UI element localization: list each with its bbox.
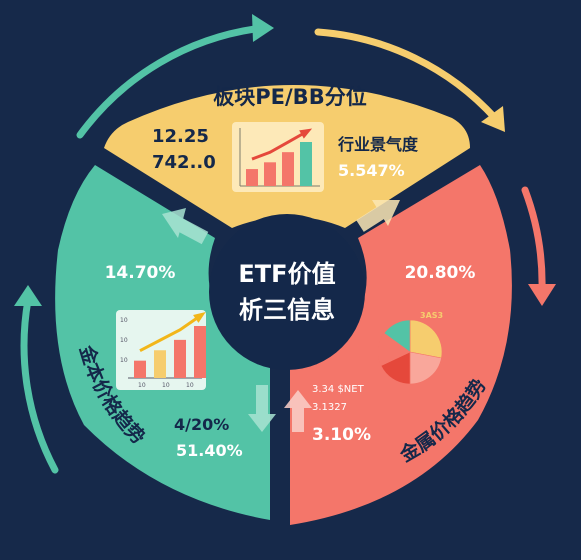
left-chart-bar: [174, 339, 186, 378]
left-chart-tick-y: 10: [120, 317, 128, 324]
left-chart-tick-x: 10: [162, 382, 170, 389]
outer-arrow-coral: [521, 186, 546, 294]
right-note1: 3.34 $NET: [312, 384, 365, 395]
left-value-small: 4/20%: [174, 415, 229, 434]
top-value2: 742..0: [152, 152, 216, 173]
top-chart-bar: [246, 169, 258, 186]
left-chart-ticks-y: 10 10 10: [120, 317, 128, 364]
left-chart-trend-arrowhead: [193, 312, 206, 323]
right-pie-chart: [377, 319, 443, 385]
connector-arrow-bottom-up: [284, 390, 312, 432]
center-title-line1: ETF价值: [238, 260, 335, 288]
center-title-line2: 析三信息: [239, 296, 335, 324]
outer-arrow-teal-left: [20, 296, 59, 474]
right-pie-label: 3AS3: [420, 311, 443, 320]
right-pie-slice: [409, 351, 442, 385]
connector-arrow-top-right: [356, 200, 400, 232]
outer-arrow-yellow: [314, 28, 499, 122]
right-percent-bottom: 3.10%: [312, 425, 371, 445]
top-chart-trend-line: [251, 130, 307, 161]
top-percent: 5.547%: [338, 161, 405, 180]
right-note2: 3.1327: [312, 402, 347, 413]
top-label: 行业景气度: [337, 135, 419, 154]
right-pie-slice: [383, 319, 411, 353]
left-chart-trend-line: [139, 314, 201, 352]
left-chart-bar: [134, 360, 146, 378]
right-percent-top: 20.80%: [405, 263, 476, 283]
top-chart-bar: [282, 152, 294, 186]
left-chart-bar: [154, 350, 166, 378]
left-chart-bar: [194, 326, 206, 378]
left-chart-tick-x: 10: [138, 382, 146, 389]
left-chart-tick-x: 10: [186, 382, 194, 389]
top-value1: 12.25: [152, 126, 209, 147]
connector-arrow-bottom-down: [248, 385, 276, 432]
top-title: 板块PE/BB分位: [213, 85, 366, 109]
outer-arrowhead-teal-top: [252, 14, 274, 42]
left-chart-tick-y: 10: [120, 357, 128, 364]
top-chart-bar: [300, 142, 312, 186]
top-chart-trend-arrowhead: [299, 128, 313, 139]
connector-arrow-top-left: [162, 208, 209, 245]
outer-arrowhead-teal-left: [14, 285, 42, 306]
left-chart-tick-y: 10: [120, 337, 128, 344]
left-chart-ticks-x: 10 10 10: [138, 382, 194, 389]
top-chart-bar: [264, 162, 276, 186]
left-value-big: 51.40%: [176, 441, 243, 460]
outer-arrowhead-coral: [528, 284, 556, 306]
center-circle: [209, 214, 365, 370]
outer-arrow-teal-top: [76, 24, 266, 139]
outer-arrowhead-yellow: [481, 106, 505, 132]
left-percent-top: 14.70%: [105, 263, 176, 283]
right-pie-slice: [409, 319, 443, 359]
